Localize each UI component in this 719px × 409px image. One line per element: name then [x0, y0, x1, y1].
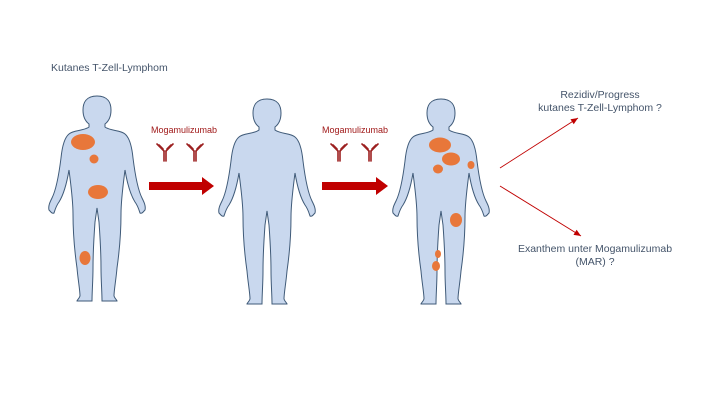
treatment-arrow-2: [322, 177, 388, 195]
lesion-arm: [467, 161, 475, 169]
lesion-abdomen-small: [433, 164, 443, 174]
outcome-rash-line1: Exanthem unter Mogamulizumab: [517, 243, 673, 255]
outcome-progress-line2: kutanes T-Zell-Lymphom ?: [538, 102, 662, 114]
lesion-chest: [71, 134, 95, 150]
antibody-icon: [361, 143, 379, 162]
body-figure-treated: [218, 98, 316, 305]
lesion-shin: [432, 261, 440, 271]
treatment-label-2: Mogamulizumab: [322, 125, 389, 135]
lesion-chest-right: [429, 137, 451, 153]
outcome-arrow-progress-head: [570, 118, 578, 125]
lesion-thigh: [450, 213, 462, 227]
antibody-icon: [156, 143, 174, 162]
lesion-leg: [79, 251, 91, 265]
outcome-arrow-rash: [499, 185, 582, 237]
outcome-arrow-rash-head: [573, 229, 581, 236]
outcome-arrow-progress-line: [499, 117, 579, 169]
lesion-knee: [435, 250, 441, 258]
lesion-chest-left: [442, 152, 460, 166]
outcome-progress-label: Rezidiv/Progress kutanes T-Zell-Lymphom …: [510, 89, 690, 115]
antibody-icon: [330, 143, 348, 162]
outcome-rash-line2: (MAR) ?: [575, 256, 615, 268]
lesion-hip: [88, 185, 108, 199]
outcome-rash-label: Exanthem unter Mogamulizumab (MAR) ?: [495, 243, 695, 269]
outcome-arrow-progress: [499, 117, 579, 169]
body-figure-after: [392, 98, 490, 305]
treatment-label-1: Mogamulizumab: [151, 125, 218, 135]
antibody-icon: [186, 143, 204, 162]
diagram-title: Kutanes T-Zell-Lymphom: [51, 62, 168, 74]
outcome-arrow-rash-line: [499, 185, 582, 237]
outcome-progress-line1: Rezidiv/Progress: [560, 89, 640, 101]
treatment-arrow-1: [149, 177, 214, 195]
lesion-abdomen: [89, 154, 99, 164]
